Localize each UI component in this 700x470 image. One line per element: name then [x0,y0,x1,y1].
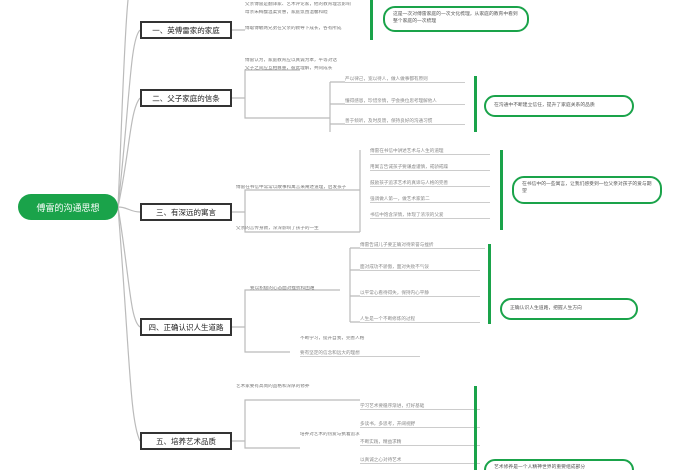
section-note: 傅雷认为，家庭教育应以真诚为本，平等对话 [245,58,337,63]
detail-line: 傅雷在书信中讲述艺术与人生的道理 [370,148,490,155]
detail-line: 善于倾听，及时反馈，保持良好的沟通习惯 [345,118,465,125]
section-note: 培养对艺术的热爱与执着追求 [300,432,360,437]
section-note: 父子之间应互相尊重，彼此理解，共同成长 [245,66,333,71]
section-node-5[interactable]: 五、培养艺术品质 [140,432,232,450]
section-note: 要以积极的心态面对挫折和困难 [250,286,315,291]
detail-line: 以平常心看待得失，保持内心平静 [360,290,480,297]
detail-line: 人生是一个不断修炼的过程 [360,316,480,323]
section-label: 四、正确认识人生道路 [148,322,224,332]
summary-bubble[interactable]: 在书信中的一些寓言，让我们感受到一位父亲对孩子的爱与期望 [512,176,662,204]
section-note: 艺术家要有高尚的品格和深厚的修养 [236,384,310,389]
detail-line: 多读书，多思考，开阔视野 [360,421,480,428]
summary-bracket [488,244,491,324]
section-label: 二、父子家庭的信条 [152,93,220,103]
section-node-1[interactable]: 一、英傅雷家的家庭 [140,21,232,39]
detail-line: 不断实践，精益求精 [360,439,480,446]
root-title: 傅雷的沟通思想 [36,203,100,214]
section-note: 不断学习，提升自我，完善人格 [300,336,365,341]
detail-line: 要有坚定的信念和远大的理想 [300,350,420,357]
detail-line: 用寓言告诫孩子要谦虚谨慎，戒骄戒躁 [370,164,490,171]
detail-line: 面对成功不骄傲，面对失败不气馁 [360,264,480,271]
section-note: 母亲朱梅馥温柔贤惠，家庭氛围温馨和睦 [245,10,328,15]
summary-bubble[interactable]: 正确认识人生道路，把握人生方向 [500,298,638,320]
detail-line: 傅雷告诫儿子要正确对待荣誉与挫折 [360,242,485,249]
detail-line: 鼓励孩子追求艺术的真谛与人格的完善 [370,180,490,187]
summary-bracket [474,386,477,470]
section-note: 傅雷在书信中常常以故事和寓言来阐述道理，启发孩子 [236,185,347,190]
summary-bubble[interactable]: 在沟通中不断建立信任，提升了家庭关系的品质 [484,95,634,117]
section-note: 父亲傅雷是翻译家、艺术评论家，他的教育理念影响 [245,2,351,7]
detail-line: 以真诚之心对待艺术 [360,457,480,464]
summary-bracket [474,76,477,132]
detail-line: 强调做人第一，做艺术家第二 [370,196,490,203]
root-node[interactable]: 傅雷的沟通思想 [18,194,118,220]
section-node-3[interactable]: 三、有深远的寓言 [140,203,232,221]
detail-line: 懂得感恩，珍惜亲情，学会换位思考理解他人 [345,98,465,105]
section-label: 五、培养艺术品质 [156,436,216,446]
summary-bubble[interactable]: 艺术修养是一个人精神世界的重要组成部分 [484,459,634,470]
section-node-2[interactable]: 二、父子家庭的信条 [140,89,232,107]
section-node-4[interactable]: 四、正确认识人生道路 [140,318,232,336]
detail-line: 学习艺术要循序渐进，打好基础 [360,403,480,410]
detail-line: 严以律己，宽以待人，做人做事都有原则 [345,76,465,83]
section-note: 傅聪傅敏两兄弟在父亲的教导下成长，各有所成 [245,26,342,31]
section-note: 父亲的言传身教，深深影响了孩子的一生 [236,226,319,231]
summary-bracket [500,150,503,230]
summary-bracket [370,0,373,40]
section-label: 一、英傅雷家的家庭 [152,25,220,35]
summary-bubble[interactable]: 这是一次对傅雷家庭的一次文化梳理，从家庭的教育中看到整个家庭的一次梳理 [383,6,529,32]
detail-line: 书信中饱含深情，体现了浓浓的父爱 [370,212,490,219]
section-label: 三、有深远的寓言 [156,207,216,217]
